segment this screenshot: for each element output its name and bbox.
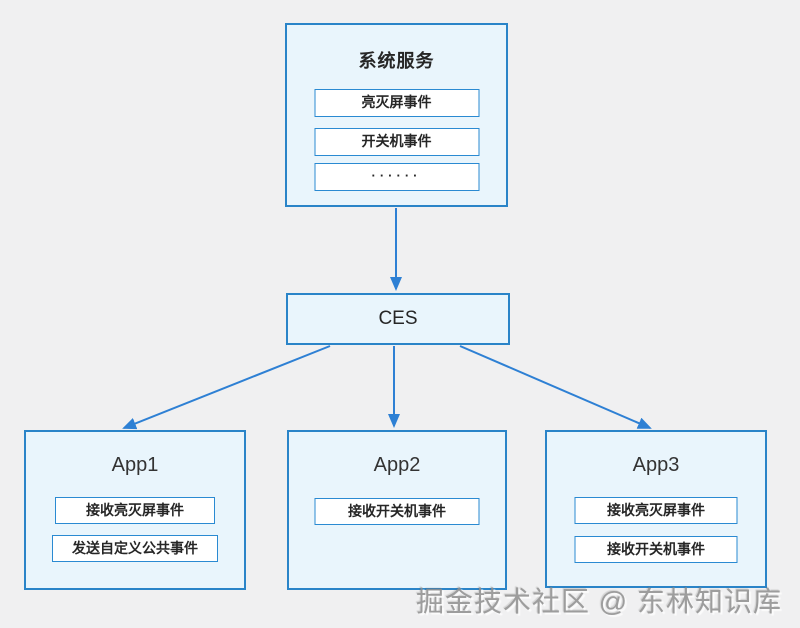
app3-title: App3 [632,454,680,476]
arrow-ces-to-app3 [459,345,652,429]
event-power-on-off: 开关机事件 [314,128,479,156]
app1-event-send-custom: 发送自定义公共事件 [52,535,218,562]
watermark-text: 掘金技术社区 @ 东林知识库 [416,586,782,617]
event-ellipsis: ······ [314,163,479,191]
app3-event-receive-screen: 接收亮灭屏事件 [574,497,738,524]
app3-box: App3 接收亮灭屏事件 接收开关机事件 [545,430,767,588]
arrow-ces-to-app1 [122,345,331,430]
app1-event-receive-screen: 接收亮灭屏事件 [55,497,215,524]
system-service-title: 系统服务 [358,51,435,71]
ces-title: CES [378,308,418,329]
event-screen-on-off: 亮灭屏事件 [314,89,479,117]
app2-event-receive-power: 接收开关机事件 [314,498,480,525]
system-service-box: 系统服务 亮灭屏事件 开关机事件 ······ [285,23,508,207]
app3-event-receive-power: 接收开关机事件 [574,536,738,563]
app2-box: App2 接收开关机事件 [287,430,507,590]
app1-title: App1 [111,454,159,476]
app2-title: App2 [373,454,421,476]
app1-box: App1 接收亮灭屏事件 发送自定义公共事件 [24,430,246,590]
ces-box: CES [286,293,510,345]
